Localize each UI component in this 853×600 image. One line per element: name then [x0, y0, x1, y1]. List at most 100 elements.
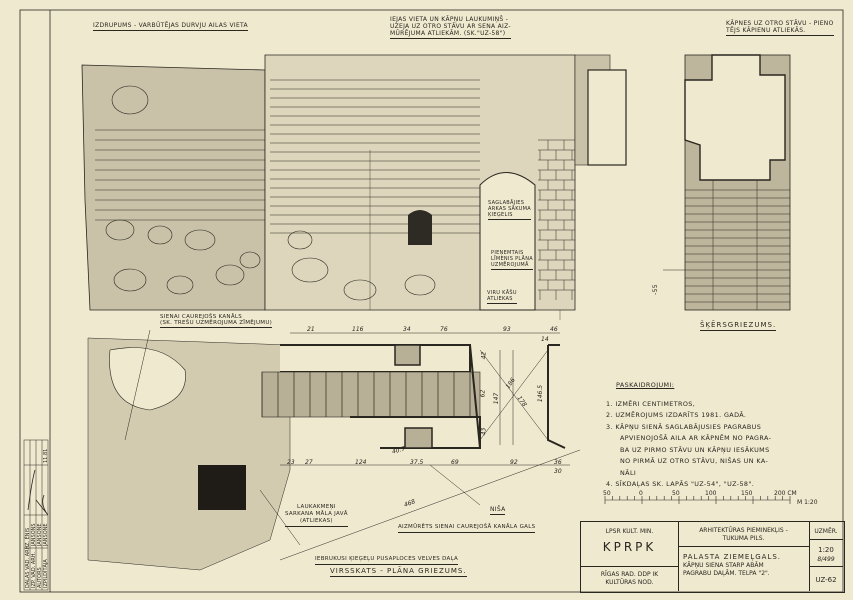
- plan-title: Virsskats - plāna griezums.: [330, 567, 467, 577]
- dimension-label: 34: [403, 326, 411, 333]
- tb-sheet-title: pagrabu daļām. Telpa "2".: [683, 570, 770, 577]
- dimension-label: 43: [480, 427, 488, 436]
- label-collapsed-vault: Iebrukusi ķieģeļu pusaploces velves daļa: [315, 556, 459, 565]
- tb-divider: [678, 546, 809, 547]
- label-line: Kāpnes uz otro stāvu - pieno: [726, 20, 834, 27]
- tb-org2: Rīgas Rad. DDP IK: [600, 571, 659, 578]
- label-stairs-second-floor: Kāpnes uz otro stāvu - pieno tējs kāpien…: [726, 20, 834, 36]
- note-item: no pirmā uz otro stāvu, nišas un ka-: [620, 457, 769, 465]
- tb-sheet-title: Palasta ziemeļgals.: [683, 553, 782, 561]
- brick-courses: [95, 79, 575, 300]
- label-line: uzmērojumā: [491, 262, 529, 268]
- scale-tick-label: 100: [705, 490, 717, 497]
- label-line: (atliekas): [299, 518, 333, 524]
- tb-divider: [809, 566, 843, 567]
- stone-masonry: [105, 85, 436, 301]
- label-niche: Niša: [490, 506, 506, 515]
- label-line: ķieģelis: [488, 212, 513, 218]
- dimension-label: 23: [287, 459, 295, 466]
- title-block: LPSR Kult. Min. KPRPK Rīgas Rad. DDP IK …: [580, 521, 845, 593]
- label-floor-level: Pieņemtais līmenis plāna uzmērojumā: [491, 250, 533, 270]
- tb-col-scale: [809, 522, 844, 591]
- stone: [404, 274, 436, 296]
- label-line: atliekas: [487, 296, 513, 302]
- stone: [111, 85, 149, 115]
- tb-sheet-title: Kāpņu siena starp abām: [683, 562, 764, 569]
- note-item: apvienojošā aila ar kāpnēm no pagra-: [620, 434, 772, 442]
- dimension-label: 69: [451, 459, 459, 466]
- dimension-label: 37.5: [410, 459, 424, 466]
- stone: [113, 268, 147, 292]
- plan-view: [87, 150, 581, 571]
- wall-elevation: [81, 54, 627, 311]
- dimension-label: 76: [440, 326, 448, 333]
- stone: [215, 264, 245, 286]
- stone: [147, 225, 173, 245]
- label-line: tējs kāpienu atliekās.: [726, 27, 806, 34]
- tb-sheet-number: UZ-62: [815, 576, 837, 584]
- tb-org-code: KPRPK: [602, 540, 657, 554]
- label-line: līmenis plāna: [491, 256, 533, 262]
- dimension-label: 42: [480, 351, 488, 360]
- dimension-label: 36: [554, 459, 562, 466]
- label-fieldstones: Laukakmeņi sarkana māla javā (atliekas): [285, 504, 348, 527]
- tb-org2: Kultūras nod.: [605, 579, 654, 586]
- tb-divider: [809, 539, 843, 540]
- cross-section: [663, 54, 791, 311]
- label-line: Saglabājies: [488, 200, 525, 206]
- approval-stamp-grid: [23, 439, 49, 591]
- dark-opening: [198, 465, 246, 510]
- dimension-label: 14: [541, 336, 549, 343]
- scale-tick-label: 0: [639, 490, 643, 497]
- note-item: 3. Kāpņu sienā saglabājusies pagrabus: [606, 422, 762, 431]
- label-line: sarkana māla javā: [285, 511, 348, 517]
- scale-label: M 1:20: [797, 499, 818, 506]
- notes-heading: Paskaidrojumi:: [616, 381, 675, 389]
- note-item: 2. Uzmērojums izdarīts 1981. gadā.: [606, 411, 747, 419]
- dimension-label: 46: [550, 326, 558, 333]
- tb-project: Arhitektūras pieminekļis -: [699, 527, 788, 534]
- dimension-label: 30: [554, 468, 562, 475]
- label-walled-canal: Aizmūrēts sienai caurejošā kanāla gals: [398, 524, 536, 533]
- note-item: 4. Sīkdaļas sk. lapās "UZ-54", "UZ-58".: [606, 480, 755, 488]
- section-title: Šķērsgriezums.: [700, 321, 777, 331]
- dimension-label: 146.5: [537, 384, 545, 403]
- level-mark: -55: [651, 284, 659, 295]
- stone: [105, 219, 135, 241]
- note-item: ba uz pirmo stāvu un kāpņu iesākums: [620, 445, 770, 454]
- dimension-label: 124: [355, 459, 367, 466]
- label-line: Pieņemtais: [491, 250, 524, 256]
- stone: [239, 251, 261, 269]
- dimension-label: 62: [479, 389, 487, 398]
- label-viru-kasu: Viru kāšu atliekas: [487, 290, 517, 304]
- label-line: Iejas vieta un kāpņu laukumiņš -: [390, 16, 509, 23]
- tb-project: Tukuma pils.: [722, 535, 765, 542]
- scale-tick-label: 50: [603, 490, 611, 497]
- tb-ministry: LPSR Kult. Min.: [605, 528, 654, 535]
- stone: [291, 257, 329, 283]
- stamp-name: Jansone: [43, 523, 49, 546]
- dimension-label: 27: [305, 459, 313, 466]
- tb-divider: [581, 566, 678, 567]
- scale-bar: [604, 496, 791, 504]
- tb-scale: 1:20: [818, 546, 834, 554]
- tb-inventory: 8/499: [817, 556, 835, 563]
- label-entrance: Iejas vieta un kāpņu laukumiņš - uzeja u…: [390, 16, 511, 39]
- tb-col-org: [581, 522, 679, 591]
- label-line: Sienai caurejošs kanāls: [160, 314, 243, 320]
- dimension-label: 92: [510, 459, 518, 466]
- label-line: (sk. trešu uzmērojuma zīmējumu): [160, 320, 273, 326]
- sheet-border: [19, 9, 844, 593]
- stone: [343, 279, 377, 301]
- explanatory-notes: Paskaidrojumi: 1. Izmēri centimetros, 2.…: [600, 380, 771, 491]
- dimension-label: 116: [352, 326, 364, 333]
- stamp-date: 11.81: [43, 448, 49, 463]
- label-line: Viru kāšu: [487, 290, 517, 296]
- note-item: 1. Izmēri centimetros,: [606, 399, 696, 408]
- dimension-label: 93: [503, 326, 511, 333]
- scale-tick-label: 50: [672, 490, 680, 497]
- label-line: Laukakmeņi: [297, 504, 336, 510]
- label-arch-brick: Saglabājies arkas sākuma ķieģelis: [488, 200, 532, 220]
